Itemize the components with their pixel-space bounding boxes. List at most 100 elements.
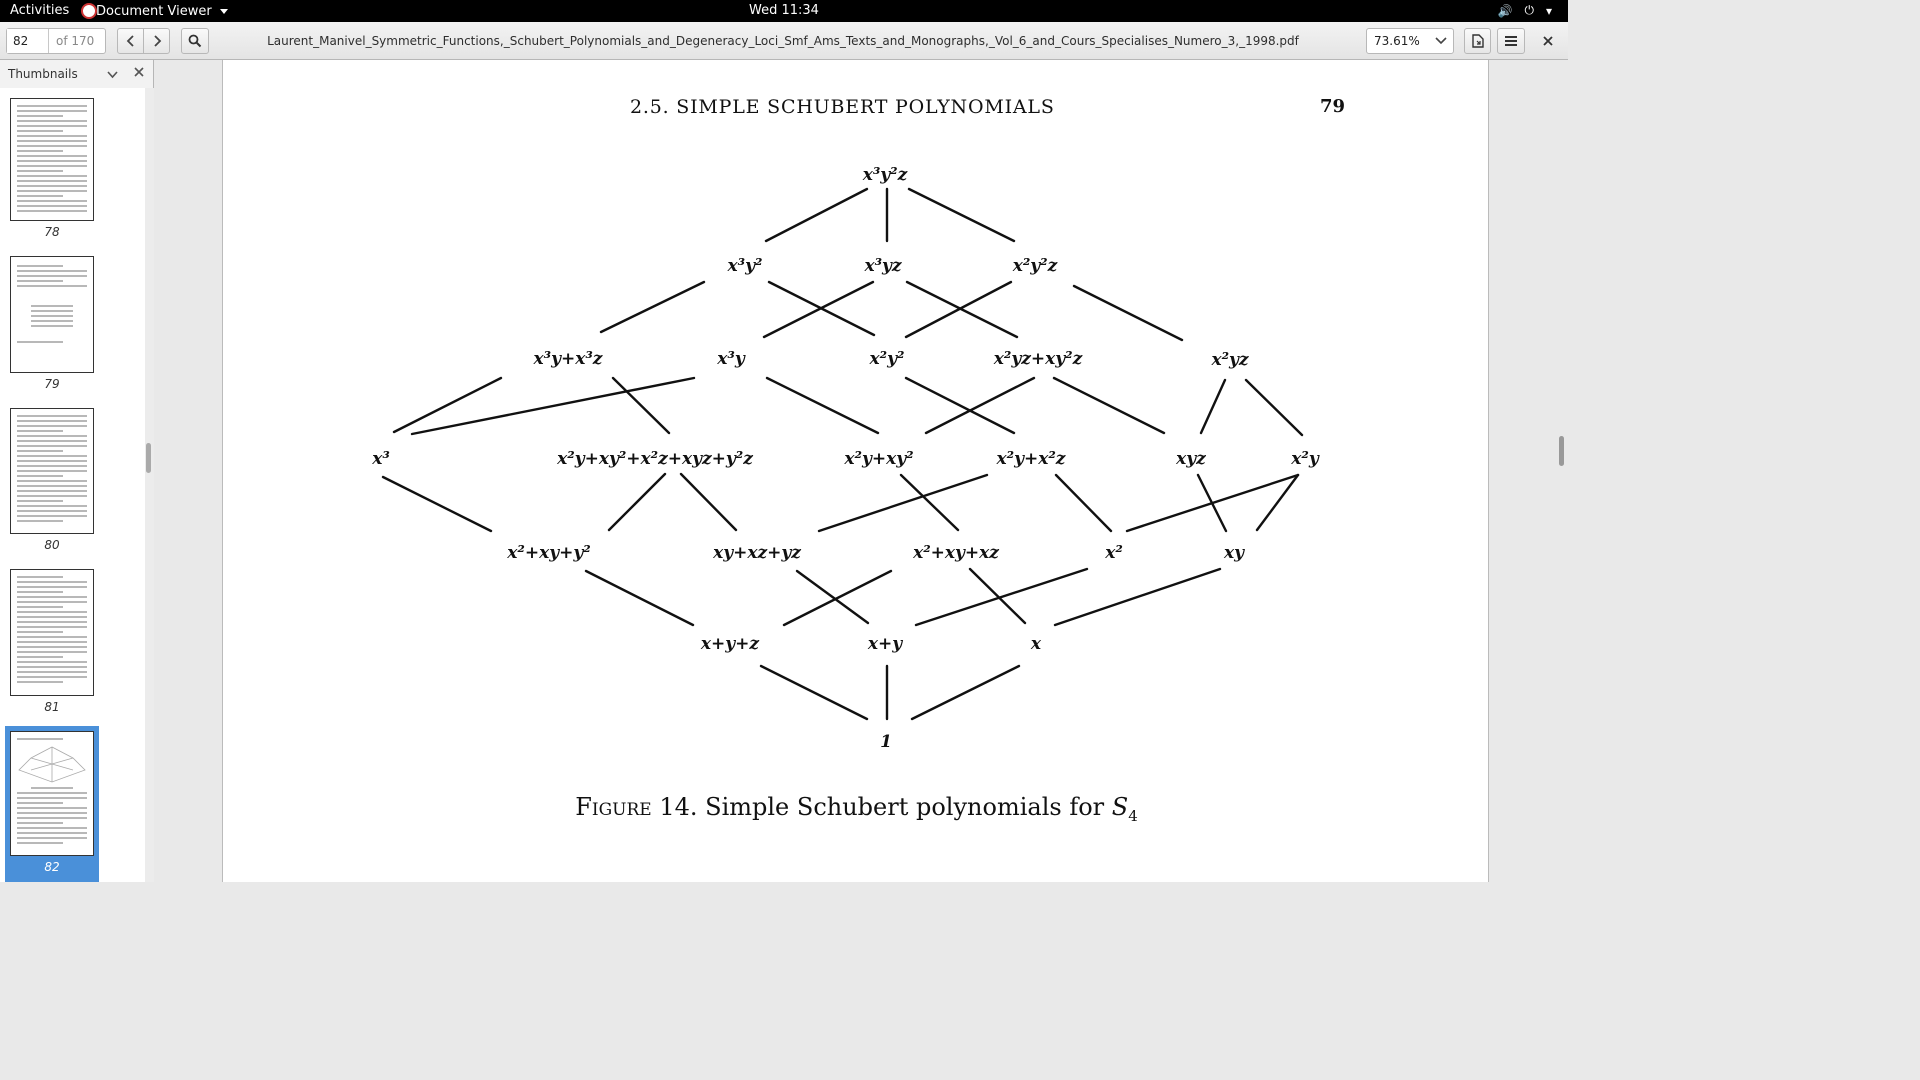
- edge: [817, 473, 989, 533]
- node: x²+xy+xz: [912, 543, 999, 563]
- app-menu[interactable]: Document Viewer: [79, 0, 228, 22]
- caption-symbol: S: [1111, 793, 1129, 821]
- thumbnail-label-selected: 82: [44, 860, 60, 874]
- diagram-edges: [381, 187, 1304, 721]
- edge: [599, 280, 706, 334]
- edge: [410, 376, 696, 436]
- zoom-value: 73.61%: [1374, 34, 1420, 48]
- node: x²y+x²z: [996, 449, 1066, 469]
- node: x³y+x³z: [533, 349, 603, 369]
- document-properties-button[interactable]: [1464, 28, 1491, 54]
- pdf-page: 2.5. SIMPLE SCHUBERT POLYNOMIALS 79: [222, 60, 1489, 882]
- volume-icon[interactable]: 🔊: [1497, 3, 1513, 18]
- activities-button[interactable]: Activities: [10, 3, 70, 18]
- system-status-area[interactable]: 🔊 ⏻ ▾: [1498, 3, 1552, 18]
- document-view[interactable]: 2.5. SIMPLE SCHUBERT POLYNOMIALS 79: [154, 60, 1568, 882]
- thumbnail-label: 81: [44, 700, 60, 714]
- edge: [899, 473, 960, 532]
- edge: [611, 376, 671, 435]
- node: x²y+xy²+x²z+xyz+y²z: [556, 449, 753, 469]
- edge: [1054, 473, 1113, 533]
- edge: [907, 187, 1016, 243]
- node: x³y²: [727, 256, 763, 276]
- edge: [381, 475, 493, 533]
- thumbnail-page[interactable]: [10, 569, 94, 696]
- power-icon[interactable]: ⏻: [1524, 3, 1534, 17]
- caption-subscript: 4: [1128, 806, 1138, 825]
- sidebar: Thumbnails 78 79 80 81 82: [0, 60, 154, 882]
- node: xy: [1223, 543, 1245, 563]
- node: 1: [880, 732, 892, 752]
- document-title: Laurent_Manivel_Symmetric_Functions,_Sch…: [267, 34, 1299, 48]
- sidebar-scrollbar-thumb[interactable]: [146, 443, 151, 473]
- node: xyz: [1175, 449, 1206, 469]
- diagram-nodes: x³y²z x³y² x³yz x²y²z x³y+x³z x³y x²y² x…: [371, 165, 1320, 752]
- thumbnail-page[interactable]: [10, 408, 94, 534]
- node: x²y²z: [1012, 256, 1058, 276]
- node: x³y²z: [862, 165, 908, 185]
- edge: [924, 376, 1036, 435]
- edge: [914, 567, 1089, 627]
- previous-page-button[interactable]: [117, 28, 144, 54]
- sidebar-scrollbar[interactable]: [145, 88, 154, 882]
- document-scrollbar-thumb[interactable]: [1559, 436, 1564, 466]
- thumbnail-diagram: [18, 746, 86, 783]
- edge: [1052, 376, 1166, 435]
- app-menu-label: Document Viewer: [96, 3, 212, 19]
- edge: [764, 187, 869, 243]
- next-page-button[interactable]: [143, 28, 170, 54]
- zoom-selector[interactable]: 73.61%: [1366, 28, 1454, 54]
- close-icon: [1543, 36, 1553, 46]
- edge: [782, 569, 893, 627]
- clock[interactable]: Wed 11:34: [749, 3, 819, 18]
- chevron-right-icon: [153, 35, 161, 47]
- thumbnail-label: 80: [44, 538, 60, 552]
- find-button[interactable]: [181, 28, 209, 54]
- edge: [795, 569, 870, 625]
- edge: [765, 376, 880, 435]
- node: x³y: [716, 349, 746, 369]
- chevron-down-icon[interactable]: [107, 68, 118, 82]
- caption-prefix: Figure 14.: [575, 793, 698, 821]
- sidebar-view-selector[interactable]: Thumbnails: [8, 67, 78, 81]
- node: x²y²: [869, 349, 905, 369]
- page-number-input[interactable]: [7, 29, 49, 53]
- node: xy+xz+yz: [712, 543, 801, 563]
- edge: [905, 280, 1019, 339]
- header-bar: of 170 Laurent_Manivel_Symmetric_Functio…: [0, 22, 1568, 60]
- edge: [392, 376, 503, 434]
- page-selector: of 170: [6, 28, 106, 54]
- chevron-left-icon: [126, 35, 134, 47]
- thumbnail-page[interactable]: [10, 98, 94, 221]
- page-number: 79: [1320, 96, 1346, 117]
- node: x²y+xy²: [843, 449, 913, 469]
- edge: [910, 664, 1021, 721]
- edge: [679, 472, 738, 532]
- search-icon: [188, 34, 202, 48]
- node: x: [1030, 634, 1042, 654]
- edge: [762, 280, 875, 339]
- sidebar-header: Thumbnails: [0, 60, 153, 88]
- main-menu-button[interactable]: [1497, 28, 1525, 54]
- app-menu-caret-icon: [219, 8, 228, 14]
- caption-text: Simple Schubert polynomials for: [705, 793, 1105, 821]
- edge: [968, 567, 1027, 625]
- thumbnail-page-selected[interactable]: [10, 731, 94, 856]
- thumbnail-list[interactable]: 78 79 80 81 82: [0, 88, 145, 882]
- figure-caption: Figure 14. Simple Schubert polynomials f…: [223, 793, 1490, 825]
- edge: [1053, 567, 1222, 627]
- edge: [1244, 378, 1304, 437]
- edge: [759, 664, 869, 721]
- thumbnail-page[interactable]: [10, 256, 94, 373]
- close-sidebar-icon[interactable]: [134, 66, 144, 81]
- window-close-button[interactable]: [1534, 28, 1562, 54]
- hamburger-menu-icon: [1505, 36, 1517, 46]
- edge: [1255, 473, 1300, 532]
- node: x²y: [1290, 449, 1320, 469]
- edge: [1125, 473, 1300, 533]
- node: x²yz: [1210, 350, 1248, 370]
- system-menu-caret-icon[interactable]: ▾: [1545, 3, 1552, 18]
- node: x²+xy+y²: [506, 543, 590, 563]
- hasse-diagram: x³y²z x³y² x³yz x²y²z x³y+x³z x³y x²y² x…: [371, 165, 1320, 752]
- page-total-label: of 170: [56, 34, 95, 48]
